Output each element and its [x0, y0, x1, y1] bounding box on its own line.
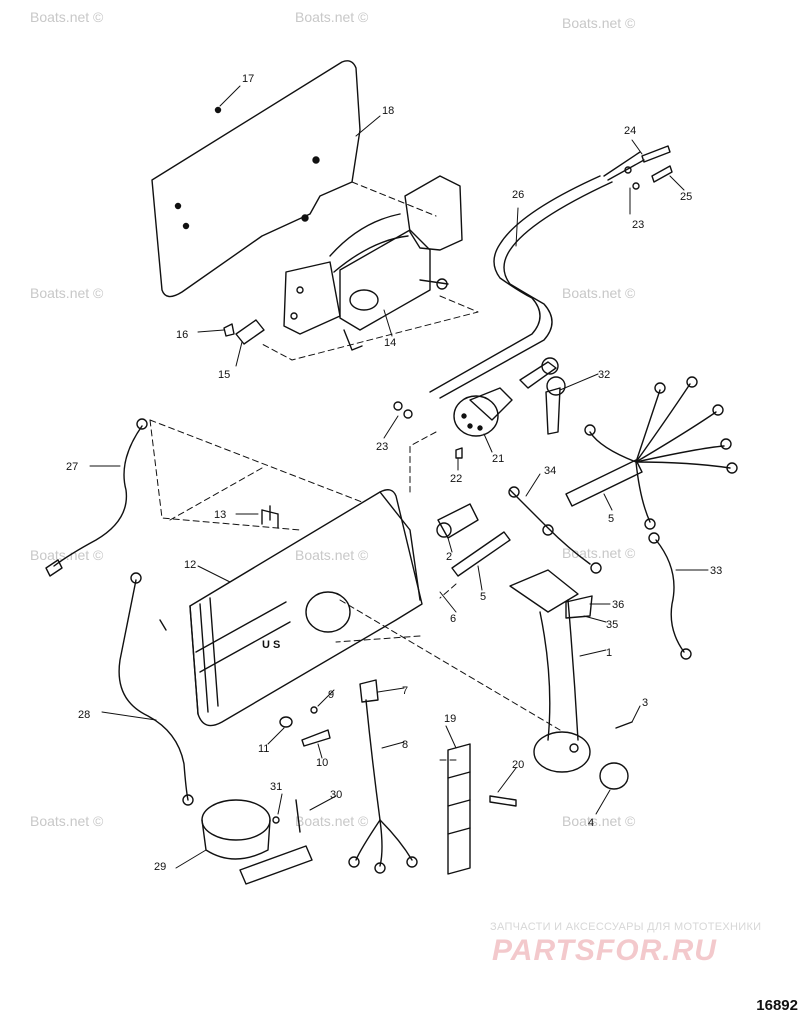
ignition-keys	[519, 357, 566, 435]
callout-32: 32	[598, 369, 610, 381]
lead-28	[118, 572, 194, 806]
callout-36: 36	[612, 599, 624, 611]
callout-11: 11	[258, 743, 269, 755]
mounting-plate	[151, 60, 361, 298]
callout-35: 35	[606, 619, 618, 631]
terminal-screw	[489, 795, 517, 807]
control-handle	[509, 569, 593, 773]
callout-12: 12	[184, 559, 196, 571]
trim-harness	[508, 486, 602, 574]
brand-logo: PARTSFOR.RU	[492, 934, 717, 967]
watermark: Boats.net ©	[295, 547, 369, 563]
control-box-mark: U S	[262, 639, 280, 651]
callout-23: 23	[632, 219, 644, 231]
watermarks: Boats.net © Boats.net © Boats.net © Boat…	[30, 9, 636, 829]
callout-19: 19	[444, 713, 456, 725]
callout-23: 23	[376, 441, 388, 453]
control-cables	[429, 151, 645, 399]
mechanism-assembly	[283, 175, 463, 351]
lead-27	[45, 418, 148, 577]
callout-29: 29	[154, 861, 166, 873]
brand-tagline: ЗАПЧАСТИ И АКСЕССУАРЫ ДЛЯ МОТОТЕХНИКИ	[490, 921, 762, 933]
watermark: Boats.net ©	[562, 813, 636, 829]
callout-20: 20	[512, 759, 524, 771]
callout-18: 18	[382, 105, 394, 117]
retainer-clip	[393, 401, 413, 419]
watermark: Boats.net ©	[295, 813, 369, 829]
watermark: Boats.net ©	[295, 9, 369, 25]
horn-washer	[272, 816, 280, 824]
callout-14: 14	[384, 337, 396, 349]
callout-17: 17	[242, 73, 254, 85]
callout-15: 15	[218, 369, 230, 381]
terminal-block	[447, 743, 471, 875]
callout-10: 10	[316, 757, 328, 769]
nut	[455, 447, 463, 459]
horn-screw	[295, 799, 301, 833]
remote-control-box: U S	[189, 489, 423, 727]
cable-end-fittings	[624, 145, 673, 190]
pin	[615, 721, 633, 729]
callout-leaders	[89, 85, 709, 869]
callout-13: 13	[214, 509, 226, 521]
harness-7-8	[348, 679, 418, 874]
callout-30: 30	[330, 789, 342, 801]
spring-clip	[261, 505, 279, 529]
sleeve-tubes	[451, 459, 643, 577]
watermark: Boats.net ©	[30, 547, 104, 563]
callout-34: 34	[544, 465, 556, 477]
callout-3: 3	[642, 697, 648, 709]
handle-cap	[599, 762, 629, 790]
watermark: Boats.net ©	[562, 545, 636, 561]
callout-26: 26	[512, 189, 524, 201]
watermark: Boats.net ©	[30, 9, 104, 25]
neutral-switch	[436, 503, 479, 539]
watermark: Boats.net ©	[30, 813, 104, 829]
main-wire-harness	[584, 376, 738, 530]
callout-8: 8	[402, 739, 408, 751]
callout-4: 4	[588, 817, 594, 829]
lead-33	[648, 532, 692, 660]
fittings-16-15	[223, 319, 265, 345]
callout-6: 6	[450, 613, 456, 625]
watermark: Boats.net ©	[30, 285, 104, 301]
watermark: Boats.net ©	[562, 285, 636, 301]
callout-27: 27	[66, 461, 78, 473]
callout-7: 7	[402, 685, 408, 697]
callout-21: 21	[492, 453, 504, 465]
warning-horn	[201, 799, 313, 885]
callout-16: 16	[176, 329, 188, 341]
callout-28: 28	[78, 709, 90, 721]
callout-25: 25	[680, 191, 692, 203]
fasteners	[279, 706, 331, 747]
callout-9: 9	[328, 689, 334, 701]
assembly-leaders	[149, 181, 561, 761]
callout-1: 1	[606, 647, 612, 659]
callout-22: 22	[450, 473, 462, 485]
callout-24: 24	[624, 125, 636, 137]
callout-2: 2	[446, 551, 452, 563]
callout-numbers: 1 2 3 4 5 5 6 7 8 9 10 11 12 13 14 15 16…	[66, 73, 722, 873]
callout-5: 5	[480, 591, 486, 603]
watermark: Boats.net ©	[562, 15, 636, 31]
callout-31: 31	[270, 781, 282, 793]
callout-5: 5	[608, 513, 614, 525]
ignition-switch	[453, 387, 513, 437]
figure-number: 16892	[756, 997, 798, 1014]
callout-33: 33	[710, 565, 722, 577]
